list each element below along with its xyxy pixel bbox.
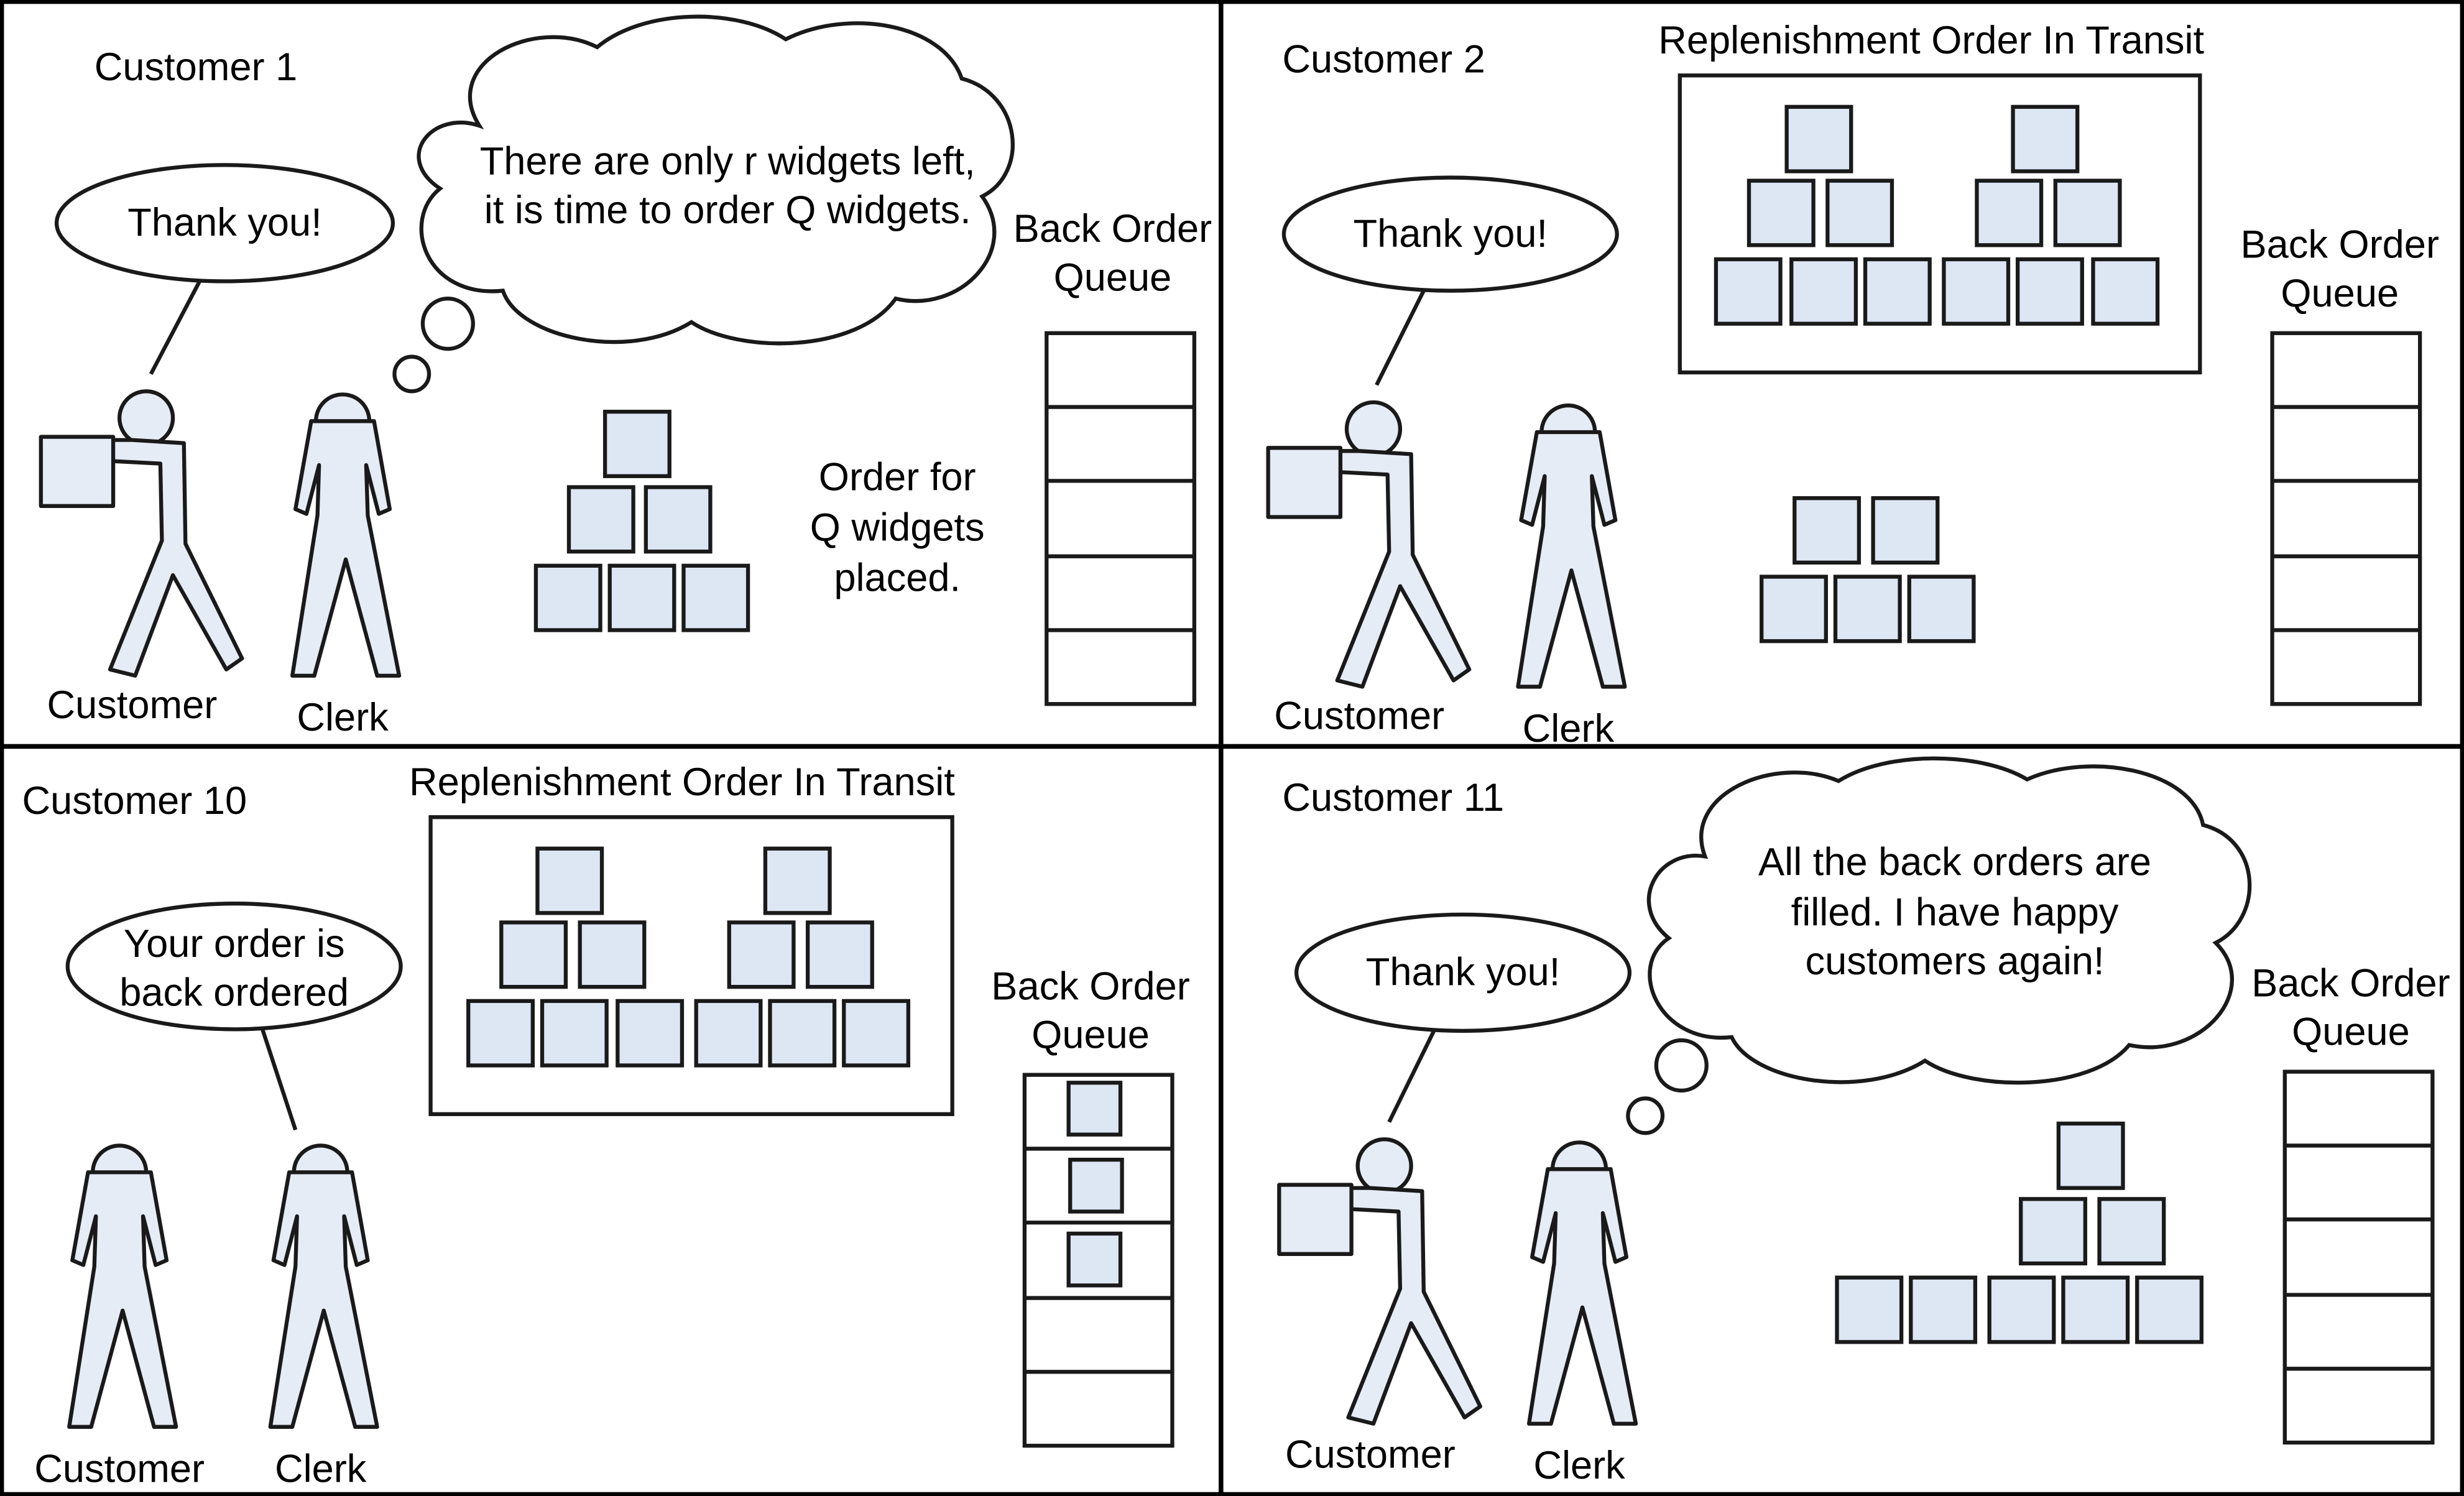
clerk-label: Clerk <box>1523 707 1615 750</box>
queue-label-line1: Back Order <box>2251 961 2450 1005</box>
queue-label-line2: Queue <box>2292 1010 2410 1054</box>
panel-customer-1: Customer 1 Thank you! There are only r w… <box>41 14 1212 739</box>
clerk-figure <box>1529 1142 1636 1423</box>
queued-order <box>1066 1231 1123 1288</box>
speech-text-line2: back ordered <box>119 971 349 1014</box>
clerk-figure <box>292 394 399 675</box>
customer-figure <box>41 391 242 675</box>
queued-order <box>1066 1081 1123 1137</box>
speech-text-line1: Your order is <box>124 922 345 966</box>
speech-bubble <box>65 902 403 1032</box>
panel-customer-2: Customer 2 Replenishment Order In Transi… <box>1268 19 2439 750</box>
back-order-queue <box>2270 331 2422 706</box>
svg-text:All the back orders are: All the back orders are <box>1758 841 2151 884</box>
speech-bubble <box>1294 912 1632 1033</box>
thought-cloud: All the back orders are filled. I have h… <box>1626 756 2252 1135</box>
speech-pointer <box>149 280 201 375</box>
speech-pointer <box>1375 290 1426 386</box>
order-note-line2: Q widgets <box>810 506 985 549</box>
speech-pointer <box>1387 1028 1437 1123</box>
customer-figure <box>69 1145 176 1426</box>
back-order-queue <box>1022 1073 1174 1448</box>
customer-label: Customer <box>34 1447 205 1490</box>
panel-title: Customer 11 <box>1282 776 1504 820</box>
transit-shipment <box>1677 73 2202 375</box>
customer-label: Customer <box>1274 695 1444 738</box>
panel-title: Customer 1 <box>95 45 298 89</box>
svg-text:customers again!: customers again! <box>1806 940 2105 983</box>
customer-figure <box>1279 1139 1480 1423</box>
inventory-stock <box>1760 496 1976 644</box>
customer-figure <box>1268 402 1469 686</box>
transit-label: Replenishment Order In Transit <box>1658 19 2204 62</box>
transit-label: Replenishment Order In Transit <box>409 760 955 804</box>
customer-label: Customer <box>1285 1433 1456 1477</box>
queue-label-line1: Back Order <box>2241 223 2439 266</box>
order-note-line3: placed. <box>834 556 961 599</box>
clerk-label: Clerk <box>275 1447 367 1490</box>
panel-customer-11: Customer 11 All the back orders are fill… <box>1279 756 2450 1487</box>
panel-customer-10: Customer 10 Replenishment Order In Trans… <box>22 760 1189 1490</box>
speech-text: Thank you! <box>127 201 322 244</box>
clerk-label: Clerk <box>297 696 389 739</box>
panel-title: Customer 10 <box>22 779 247 823</box>
panel-title: Customer 2 <box>1282 37 1485 81</box>
customer-label: Customer <box>47 683 217 727</box>
queue-label-line1: Back Order <box>991 964 1189 1008</box>
speech-text: Thank you! <box>1366 951 1561 994</box>
thought-cloud: There are only r widgets left, it is tim… <box>392 14 1015 394</box>
speech-bubble <box>54 163 395 284</box>
queued-order <box>1068 1157 1124 1214</box>
speech-pointer <box>261 1028 298 1131</box>
back-order-queue <box>2282 1069 2435 1445</box>
inventory-stock <box>1835 1121 2204 1344</box>
clerk-figure <box>270 1145 377 1426</box>
order-note-line1: Order for <box>819 456 976 499</box>
transit-shipment <box>428 815 954 1117</box>
inventory-stock <box>533 409 750 632</box>
queue-label-line2: Queue <box>2281 272 2399 315</box>
back-order-queue <box>1045 331 1197 706</box>
svg-text:it is time to order Q widgets.: it is time to order Q widgets. <box>484 188 971 232</box>
clerk-figure <box>1518 405 1625 686</box>
clerk-label: Clerk <box>1533 1444 1625 1487</box>
svg-text:There are only r widgets left,: There are only r widgets left, <box>480 140 976 183</box>
queue-label-line2: Queue <box>1031 1013 1150 1057</box>
svg-text:filled. I have happy: filled. I have happy <box>1791 891 2119 935</box>
speech-text: Thank you! <box>1354 212 1548 256</box>
speech-bubble <box>1281 175 1619 293</box>
queue-label-line2: Queue <box>1054 256 1172 300</box>
queue-label-line1: Back Order <box>1013 207 1212 251</box>
